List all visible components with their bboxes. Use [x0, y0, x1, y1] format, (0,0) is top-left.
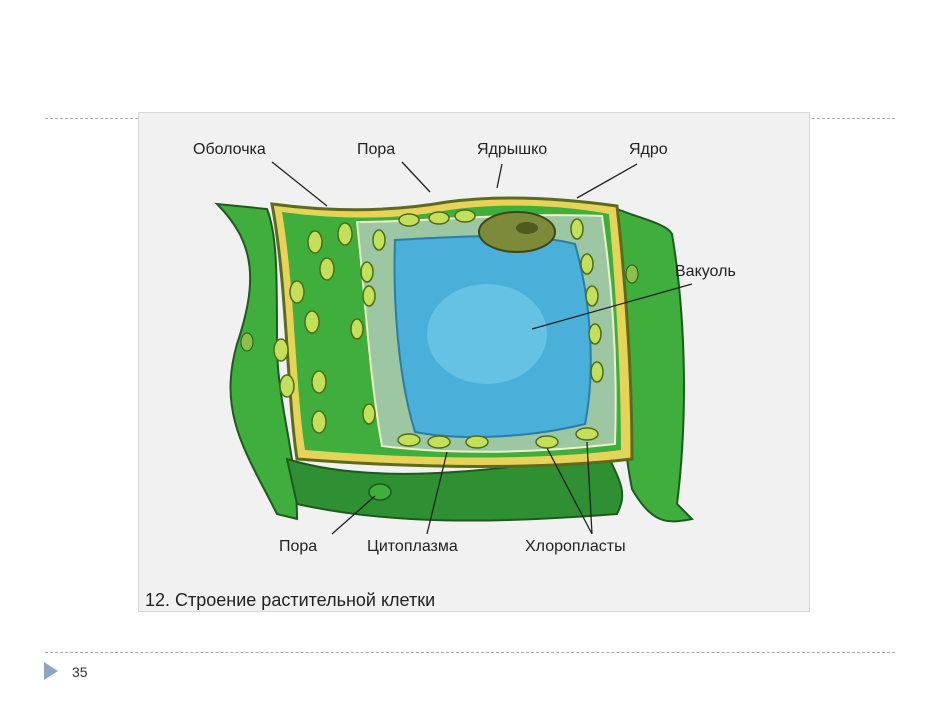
leader-vakuol — [531, 283, 693, 330]
chloroplast — [427, 435, 451, 449]
chloroplast — [575, 427, 599, 441]
label-yadro: Ядро — [629, 141, 668, 158]
leader-yadryshko — [496, 163, 503, 189]
leader-hloroplasty-2 — [586, 441, 593, 535]
chloroplast — [337, 222, 353, 246]
leader-citoplazma — [426, 451, 448, 535]
chloroplast — [304, 310, 320, 334]
nucleolus — [516, 222, 538, 234]
chloroplast — [362, 403, 376, 425]
figure-caption: 12. Строение растительной клетки — [145, 590, 436, 610]
chloroplast — [588, 323, 602, 345]
plant-cell-diagram: Оболочка Пора Ядрышко Ядро Вакуоль Пора … — [147, 124, 805, 579]
label-obolochka: Оболочка — [193, 141, 266, 158]
chloroplast — [362, 285, 376, 307]
bottom-divider — [45, 652, 895, 653]
chloroplast — [311, 370, 327, 394]
leader-pora-top — [401, 161, 431, 193]
label-citoplazma: Цитоплазма — [367, 538, 458, 555]
neighbor-nucleus-right — [625, 264, 639, 284]
neighbor-cell-bottom — [285, 452, 624, 522]
chloroplasts-group — [273, 209, 604, 449]
chloroplast — [289, 280, 305, 304]
slide-arrow-icon — [44, 662, 58, 680]
label-yadryshko: Ядрышко — [477, 141, 547, 158]
chloroplast — [372, 229, 386, 251]
chloroplast — [465, 435, 489, 449]
chloroplast — [273, 338, 289, 362]
vacuole-highlight — [427, 284, 547, 384]
chloroplast — [350, 318, 364, 340]
chloroplast — [397, 433, 421, 447]
leader-yadro — [576, 163, 638, 199]
chloroplast — [311, 410, 327, 434]
chloroplast — [398, 213, 420, 227]
chloroplast — [590, 361, 604, 383]
chloroplast — [585, 285, 599, 307]
chloroplast — [279, 374, 295, 398]
label-pora-bottom: Пора — [279, 538, 317, 555]
leader-pora-bottom — [331, 495, 376, 535]
page-number: 35 — [72, 664, 88, 680]
chloroplast — [428, 211, 450, 225]
chloroplast — [307, 230, 323, 254]
neighbor-cell-left — [214, 202, 299, 521]
label-vakuol: Вакуоль — [675, 263, 736, 280]
label-pora-top: Пора — [357, 141, 395, 158]
chloroplast — [580, 253, 594, 275]
neighbor-nucleus-left — [240, 332, 254, 352]
leader-hloroplasty-1 — [546, 447, 593, 535]
leader-obolochka — [271, 161, 328, 207]
chloroplast — [570, 218, 584, 240]
chloroplast — [535, 435, 559, 449]
label-hloroplasty: Хлоропласты — [525, 538, 626, 555]
plant-cell-svg: Оболочка Пора Ядрышко Ядро Вакуоль Пора … — [193, 141, 736, 555]
chloroplast — [454, 209, 476, 223]
chloroplast — [319, 257, 335, 281]
nucleus — [478, 211, 556, 253]
chloroplast — [360, 261, 374, 283]
